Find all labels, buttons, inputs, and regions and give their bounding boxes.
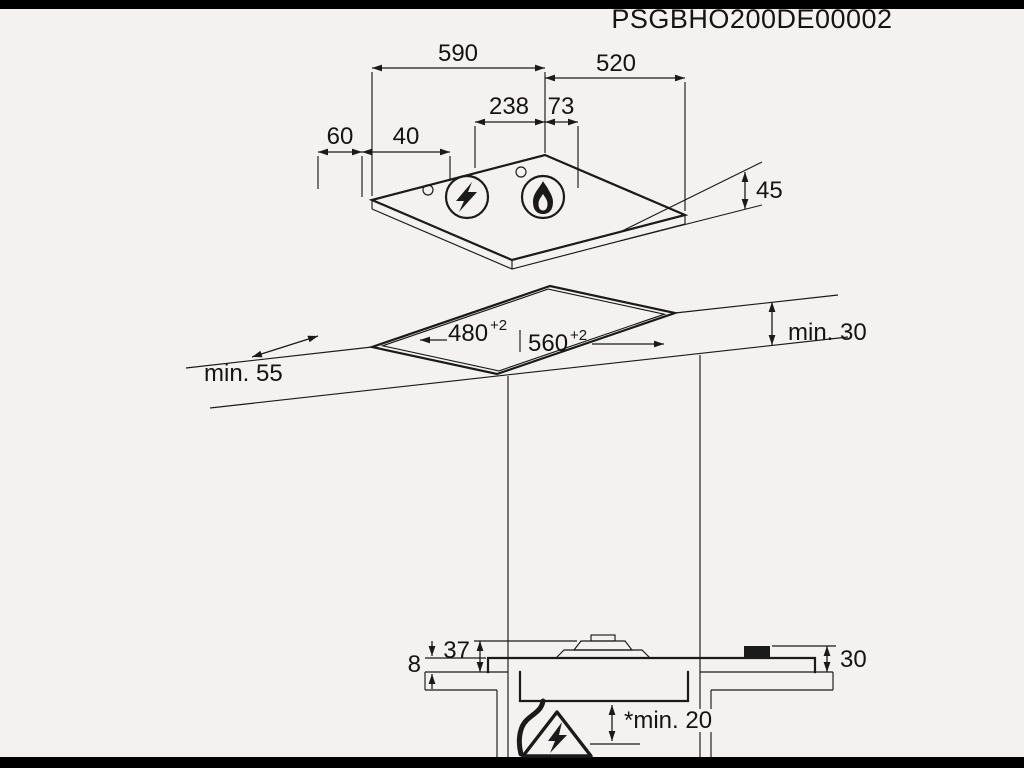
worktop-top-edge-line xyxy=(185,294,839,369)
right-burner-ring xyxy=(520,174,566,220)
igniter-mark-left xyxy=(422,184,434,196)
top-view-extension-lines xyxy=(317,72,686,211)
supply-cable xyxy=(516,698,546,757)
warning-lightning-bolt-icon xyxy=(548,722,567,753)
worktop-section xyxy=(424,671,834,691)
gas-connection-block xyxy=(744,646,770,658)
letterbox-top xyxy=(0,0,1024,9)
left-burner-ring xyxy=(444,174,490,220)
dim-40-label: 40 xyxy=(393,123,420,150)
section-view: 8 37 30 *min. 20 xyxy=(408,634,867,758)
dim-60-label: 60 xyxy=(327,123,354,150)
hob-body-box xyxy=(518,670,690,703)
dim-min30-label: min. 30 xyxy=(788,319,867,346)
hob-top-surface xyxy=(368,153,689,262)
spark-ignition-icon xyxy=(456,182,477,212)
gas-flame-icon-inner xyxy=(538,194,548,211)
height-leader-lines xyxy=(619,161,763,242)
dim-560-tolerance: +2 xyxy=(570,327,587,344)
igniter-mark-right xyxy=(515,166,527,178)
dim-480-label: 480 xyxy=(448,320,488,347)
cutout-opening-inner xyxy=(380,288,667,372)
part-number: PSGBHO200DE00002 xyxy=(611,4,892,34)
label-backplate xyxy=(620,709,740,732)
dim-73-label: 73 xyxy=(548,93,575,120)
worktop-bottom-edge-line xyxy=(209,336,849,409)
dim-8-label: 8 xyxy=(408,651,421,678)
hob-flange xyxy=(486,656,817,674)
dim-560-label: 560 xyxy=(528,330,568,357)
dim-arrow-min55 xyxy=(251,335,319,358)
hob-thickness-edges xyxy=(371,200,686,270)
dim-37-label: 37 xyxy=(443,637,470,664)
burner-top-profile xyxy=(590,634,616,642)
dim-30-label: 30 xyxy=(840,646,867,673)
dim-min20-label: *min. 20 xyxy=(624,707,712,734)
dim-238-label: 238 xyxy=(489,93,529,120)
top-view: 590 520 238 73 60 40 45 xyxy=(317,40,783,270)
projection-lines xyxy=(507,355,701,690)
cabinet-walls xyxy=(496,690,712,757)
dim-590-label: 590 xyxy=(438,40,478,67)
dim-min55-label: min. 55 xyxy=(204,360,283,387)
cutout-view: 480 +2 560 +2 min. 55 min. 30 xyxy=(185,284,867,690)
dim-520-label: 520 xyxy=(596,50,636,77)
dim-45-label: 45 xyxy=(756,177,783,204)
burner-base-profile xyxy=(554,649,652,659)
letterbox-bottom xyxy=(0,757,1024,768)
dim-480-tolerance: +2 xyxy=(490,317,507,334)
burner-cap-profile xyxy=(572,640,634,651)
cutout-opening-outer xyxy=(367,284,680,376)
